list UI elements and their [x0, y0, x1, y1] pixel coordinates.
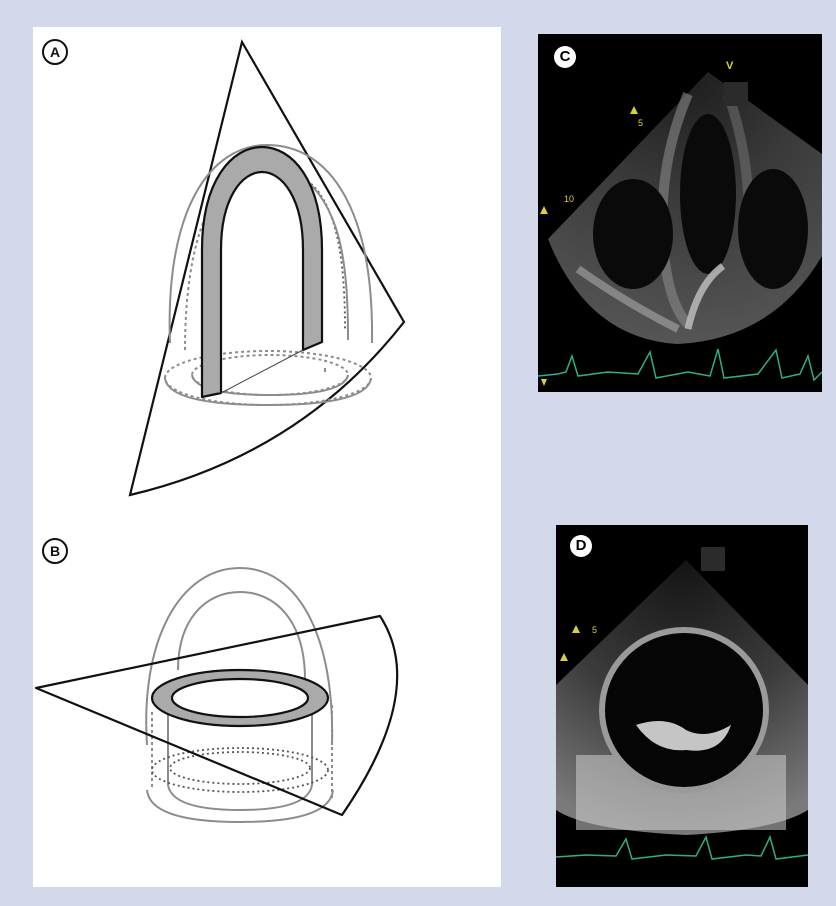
panel-label-b: B — [42, 538, 68, 564]
panel-label-a: A — [42, 39, 68, 65]
panel-label-d: D — [570, 535, 592, 557]
scan-sector-a — [130, 42, 404, 495]
marker-v-c: V — [726, 60, 733, 72]
ecg-trace-c — [538, 349, 822, 380]
myocardium-ring-b — [152, 670, 328, 726]
diagram-b — [36, 568, 397, 822]
depth-label-5-d: 5 — [592, 625, 597, 635]
ecg-marker-c — [541, 379, 547, 386]
depth-box-d — [701, 547, 725, 571]
ecg-trace-d — [556, 837, 808, 859]
lv-cavity-d — [602, 630, 766, 790]
echo-d-graphic — [556, 525, 808, 887]
echo-c-graphic — [538, 34, 822, 392]
depth-label-10-c: 10 — [564, 194, 574, 204]
echo-image-c: C V 5 10 — [538, 34, 822, 392]
myocardium-section-a — [202, 147, 322, 397]
base-ring-outer-a — [165, 351, 371, 405]
depth-box-c — [724, 82, 748, 106]
echo-image-d: D 5 — [556, 525, 808, 887]
depth-label-5-c: 5 — [638, 118, 643, 128]
diagram-a — [130, 42, 404, 495]
panel-label-c: C — [554, 46, 576, 68]
